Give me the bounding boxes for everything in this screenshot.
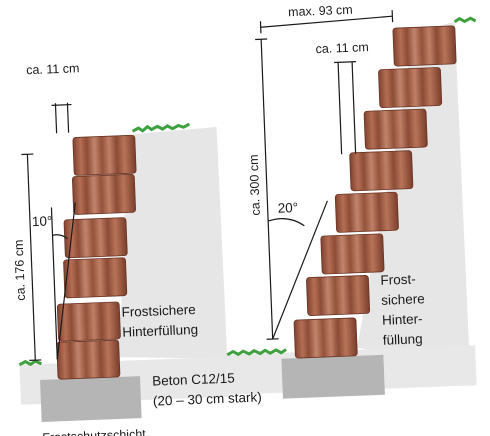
block [63,217,128,259]
right-top-width-label: max. 93 cm [288,3,353,19]
block [349,150,414,192]
right-backfill-line4: füllung [383,331,423,348]
block [72,134,137,176]
right-foundation [281,354,385,399]
block [56,339,121,380]
left-backfill [115,127,228,359]
left-vertical-ref [50,207,58,360]
left-blocks [56,134,137,380]
left-height-label: ca. 176 cm [12,239,28,301]
block [63,257,128,299]
block [392,25,457,67]
right-angle-arc [267,217,305,227]
block [71,173,136,215]
right-backfill-line1: Frost- [380,271,416,287]
left-width-guide-1 [54,103,58,134]
left-width-label: ca. 11 cm [26,61,80,77]
right-top-grass [453,16,477,24]
concrete-line2: (20 – 30 cm stark) [153,389,262,408]
left-ground-grass [18,359,43,367]
block [320,233,385,275]
block [306,275,371,316]
block [56,301,121,342]
block [334,191,399,233]
right-backfill [357,21,470,364]
right-height-dim [260,39,274,340]
block [293,317,358,359]
right-height-label: ca. 300 cm [247,154,263,216]
right-width-guide-1 [337,62,343,155]
right-backfill-line2: sichere [381,291,425,308]
block [363,108,428,150]
right-angle-label: 20° [277,200,298,216]
left-backfill-line2: Hinterfüllung [122,322,198,340]
right-top-width-dim [260,15,393,28]
left-backfill-line1: Frostsichere [121,302,196,320]
left-grass [131,122,191,133]
block [378,67,443,109]
left-foundation [40,376,142,422]
right-ground-grass [226,348,287,357]
frost-layer-label: Frostschutzschicht [42,427,146,436]
sheet: ca. 11 cm ca. 176 cm 10° Frostsichere Hi… [12,3,477,436]
left-width-dim [51,103,72,106]
right-backfill-line3: Hinter- [382,311,423,328]
left-angle-label: 10° [32,213,53,229]
right-width-label: ca. 11 cm [315,40,369,56]
right-width-dim [334,61,357,64]
right-blocks [293,25,457,359]
left-height-dim [26,154,36,361]
right-width-guide-2 [351,61,357,154]
concrete-line1: Beton C12/15 [152,371,235,389]
left-slope-ref [56,202,76,360]
right-slope-ref [272,200,328,340]
left-angle-arc [52,234,69,240]
left-width-guide-2 [66,102,70,133]
